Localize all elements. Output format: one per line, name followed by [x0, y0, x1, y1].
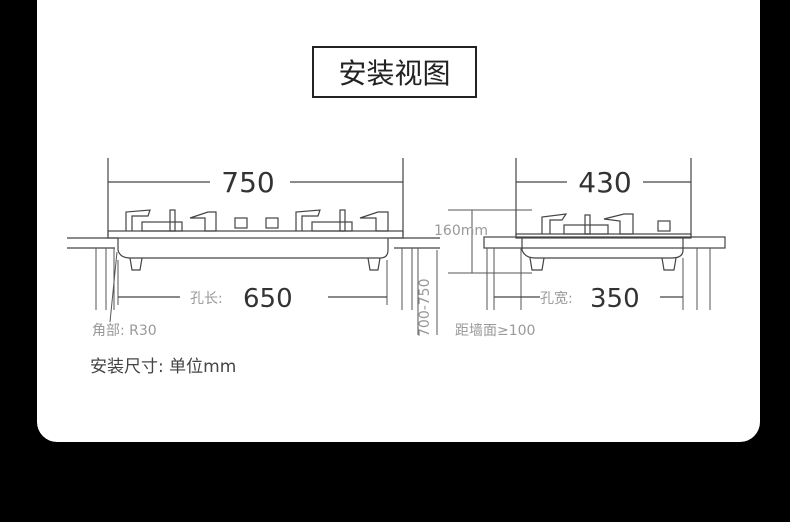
- side-view: 430 160mm 孔宽: 350 距墙面≥100: [434, 158, 726, 339]
- hole-length-value: 650: [243, 284, 293, 314]
- corner-radius-note: 角部: R30: [92, 323, 157, 339]
- hob-body: [117, 238, 389, 259]
- hole-width-value: 350: [590, 284, 640, 314]
- diagram-title: 安装视图: [338, 57, 450, 90]
- countertop: [483, 236, 726, 249]
- front-view: 750 孔长: 650 角部: R30: [67, 158, 440, 339]
- overall-length-label: 750: [221, 166, 274, 199]
- hole-length-caption: 孔长:: [190, 291, 223, 307]
- title-box: [312, 46, 477, 98]
- wall-distance-note: 距墙面≥100: [455, 323, 535, 339]
- height-160-label: 160mm: [434, 223, 488, 239]
- cabinet-height-label: 700-750: [417, 279, 433, 338]
- units-note: 安装尺寸: 单位mm: [90, 357, 236, 377]
- hole-width-caption: 孔宽:: [540, 290, 573, 307]
- overall-width-label: 430: [578, 166, 631, 199]
- hob-top-plate: [107, 230, 404, 239]
